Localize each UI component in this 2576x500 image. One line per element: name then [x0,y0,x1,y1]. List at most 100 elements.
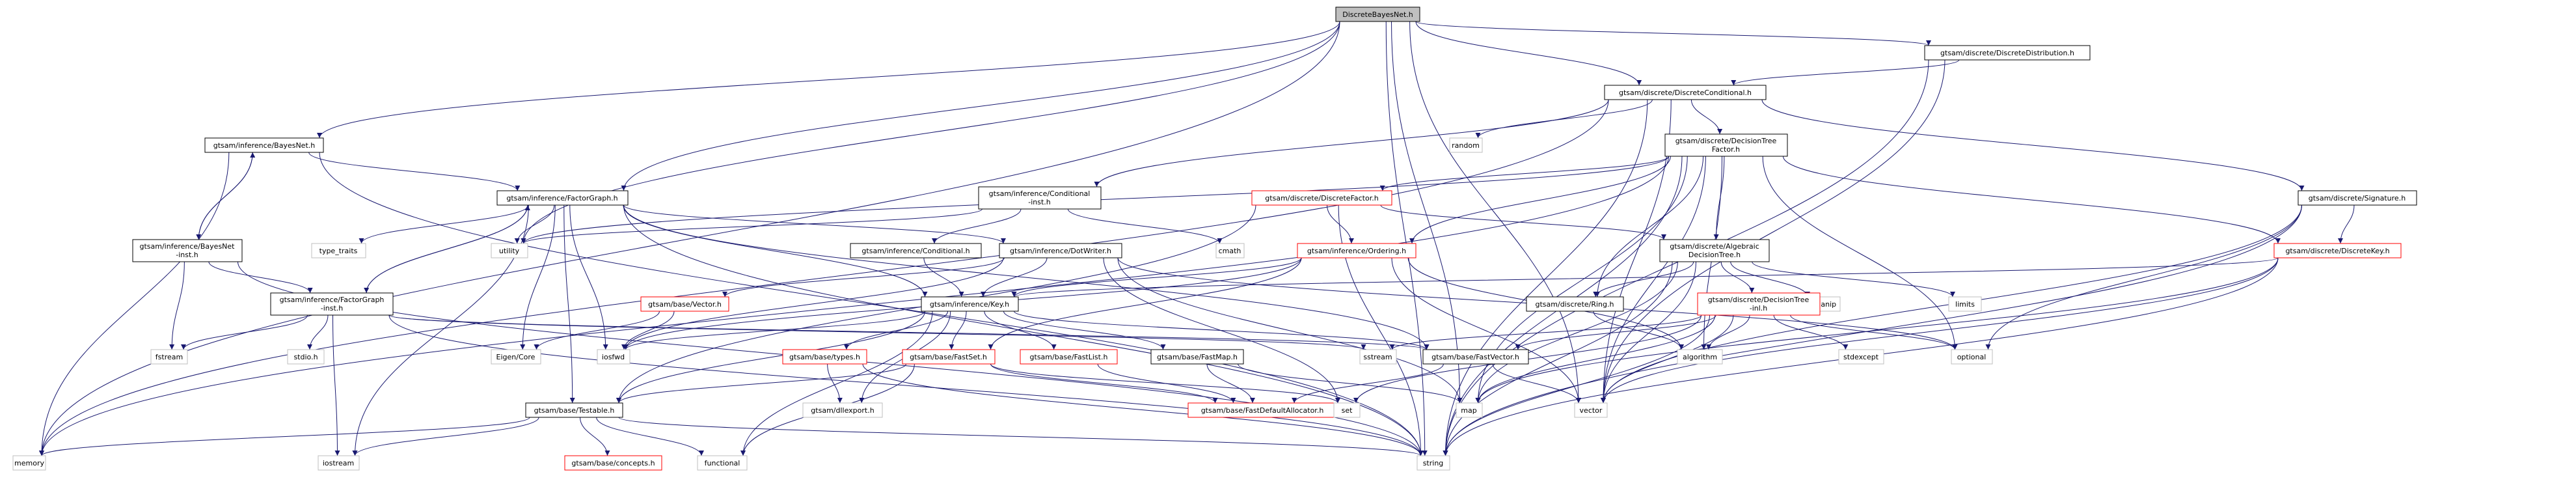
edge-bninst-to-fstream [169,261,185,350]
node-optional: optional [1951,349,1993,365]
edge-testable-to-memory [39,417,530,456]
node-gtsam-inference-factorgraph-h[interactable]: gtsam/inference/FactorGraph.h [496,190,629,206]
node-label: gtsam/discrete/DiscreteFactor.h [1265,194,1378,202]
node-gtsam-inference-conditional-inst-h[interactable]: gtsam/inference/Conditional-inst.h [978,186,1102,210]
edge-fginst-to-sstream [388,314,1366,350]
edge-icond-to-icondh [932,208,1022,244]
node-box [1838,349,1884,365]
node-sstream: sstream [1359,349,1397,365]
edge-root-to-memory [39,21,1340,456]
node-gtsam-base-vector-h[interactable]: gtsam/base/Vector.h [640,296,729,312]
node-label: functional [705,459,740,467]
node-label: iostream [323,459,354,467]
edge-fgraph-to-typetraits [359,204,529,244]
node-label: gtsam/discrete/DiscreteDistribution.h [1940,49,2074,57]
edge-fginst-to-fstream [181,314,308,350]
node-gtsam-base-fastlist-h[interactable]: gtsam/base/FastList.h [1020,349,1118,365]
node-box [496,190,629,206]
edge-testable-to-functional [596,417,704,456]
node-gtsam-discrete-discreteconditional-h[interactable]: gtsam/discrete/DiscreteConditional.h [1604,85,1767,100]
edge-algtree-to-vector [1601,261,1696,404]
node-gtsam-discrete-discretedistribution-h[interactable]: gtsam/discrete/DiscreteDistribution.h [1924,45,2091,61]
node-gtsam-base-types-h[interactable]: gtsam/base/types.h [782,349,867,365]
node-label: gtsam/discrete/DecisionTree [1708,296,1810,304]
node-gtsam-inference-dotwriter-h[interactable]: gtsam/inference/DotWriter.h [999,243,1122,258]
node-box [1526,296,1624,312]
node-gtsam-base-fastmap-h[interactable]: gtsam/base/FastMap.h [1150,349,1244,365]
edge-fastlist-to-fdalloc [1097,363,1236,404]
node-label: gtsam/base/concepts.h [571,459,655,467]
node-label: optional [1957,353,1986,361]
edge-fginst-to-string [388,314,1424,456]
node-gtsam-inference-factorgraph-inst-h[interactable]: gtsam/inference/FactorGraph-inst.h [270,292,394,316]
edge-root-to-fgraph [621,21,1340,191]
node-box [1456,402,1483,418]
edge-dtinl-to-vector [1601,314,1734,404]
node-box [1150,349,1244,365]
node-gtsam-discrete-discretefactor-h[interactable]: gtsam/discrete/DiscreteFactor.h [1251,190,1392,206]
node-gtsam-discrete-discretekey-h[interactable]: gtsam/discrete/DiscreteKey.h [2273,243,2402,258]
node-gtsam-discrete-ring-h[interactable]: gtsam/discrete/Ring.h [1526,296,1624,312]
edge-root-to-vector [1409,21,1581,404]
edge-dtinl-to-sstream [1389,314,1702,350]
node-label: gtsam/base/FastVector.h [1431,353,1519,361]
edge-fgraph-to-fastvec [623,204,1430,350]
edge-dkey-to-key [1012,257,2279,298]
node-box [782,349,867,365]
edge-algtree-to-map [1475,261,1678,404]
node-gtsam-inference-bayesnet-h[interactable]: gtsam/inference/BayesNet.h [204,137,324,153]
edge-fginst-to-iostream [332,314,340,456]
edge-cond-to-random [1475,99,1653,139]
edge-cond-to-dtf [1690,99,1723,135]
node-label: gtsam/base/FastDefaultAllocator.h [1201,406,1324,415]
edge-dotwriter-to-vector_h [722,257,1005,298]
edge-fgraph-to-dotwriter [623,204,1006,244]
node-gtsam-base-fastdefaultallocator-h[interactable]: gtsam/base/FastDefaultAllocator.h [1187,402,1337,418]
edge-key-to-fastset [949,311,967,350]
node-gtsam-base-fastset-h[interactable]: gtsam/base/FastSet.h [902,349,996,365]
edge-fastvec-to-fdalloc [1292,363,1444,404]
node-box [999,243,1122,258]
node-label: random [1452,141,1480,150]
node-gtsam-base-testable-h[interactable]: gtsam/base/Testable.h [525,402,623,418]
node-gtsam-inference-conditional-h[interactable]: gtsam/inference/Conditional.h [850,243,982,258]
node-label: memory [14,459,44,467]
edge-layer [39,21,2355,456]
node-box [564,455,662,471]
edge-key-to-fastmap [1003,311,1166,350]
node-set: set [1333,402,1361,418]
node-label: gtsam/discrete/Signature.h [2309,194,2406,202]
node-box [491,243,528,258]
node-gtsam-discrete-decisiontree-inl-h[interactable]: gtsam/discrete/DecisionTree-inl.h [1697,292,1821,316]
node-gtsam-base-concepts-h[interactable]: gtsam/base/concepts.h [564,455,662,471]
edge-dkey-to-vector [1601,257,2279,404]
node-box [311,243,366,258]
node-label: gtsam/discrete/Ring.h [1536,300,1614,309]
node-box [1659,239,1770,262]
node-gtsam-base-fastvector-h[interactable]: gtsam/base/FastVector.h [1422,349,1529,365]
node-box [1215,243,1245,258]
node-label: map [1461,406,1476,415]
node-label: gtsam/base/FastMap.h [1157,353,1238,361]
node-gtsam-inference-key-h[interactable]: gtsam/inference/Key.h [921,296,1019,312]
node-label: -inst.h [321,304,344,312]
node-gtsam-discrete-signature-h[interactable]: gtsam/discrete/Signature.h [2298,190,2417,206]
edge-fgraph-to-iostream [352,204,529,456]
node-box [902,349,996,365]
node-box [1297,243,1417,258]
node-limits: limits [1948,296,1982,312]
node-box [1697,292,1821,316]
node-gtsam-inference-bayesnet-inst-h[interactable]: gtsam/inference/BayesNet-inst.h [132,239,243,262]
node-gtsam-inference-ordering-h[interactable]: gtsam/inference/Ordering.h [1297,243,1417,258]
node-discretebayesnet-h[interactable]: DiscreteBayesNet.h [1335,7,1420,22]
node-label: gtsam/base/Vector.h [648,300,722,309]
edge-ordering-to-vector [1391,257,1581,404]
edge-dtf-to-ordering [1409,156,1671,244]
node-label: Eigen/Core [496,353,536,361]
node-label: gtsam/base/FastList.h [1030,353,1108,361]
edge-algtree-to-limits [1752,261,1955,298]
edge-dfactor-to-string [1338,204,1424,456]
edge-dtinl-to-optional [1790,314,1958,350]
